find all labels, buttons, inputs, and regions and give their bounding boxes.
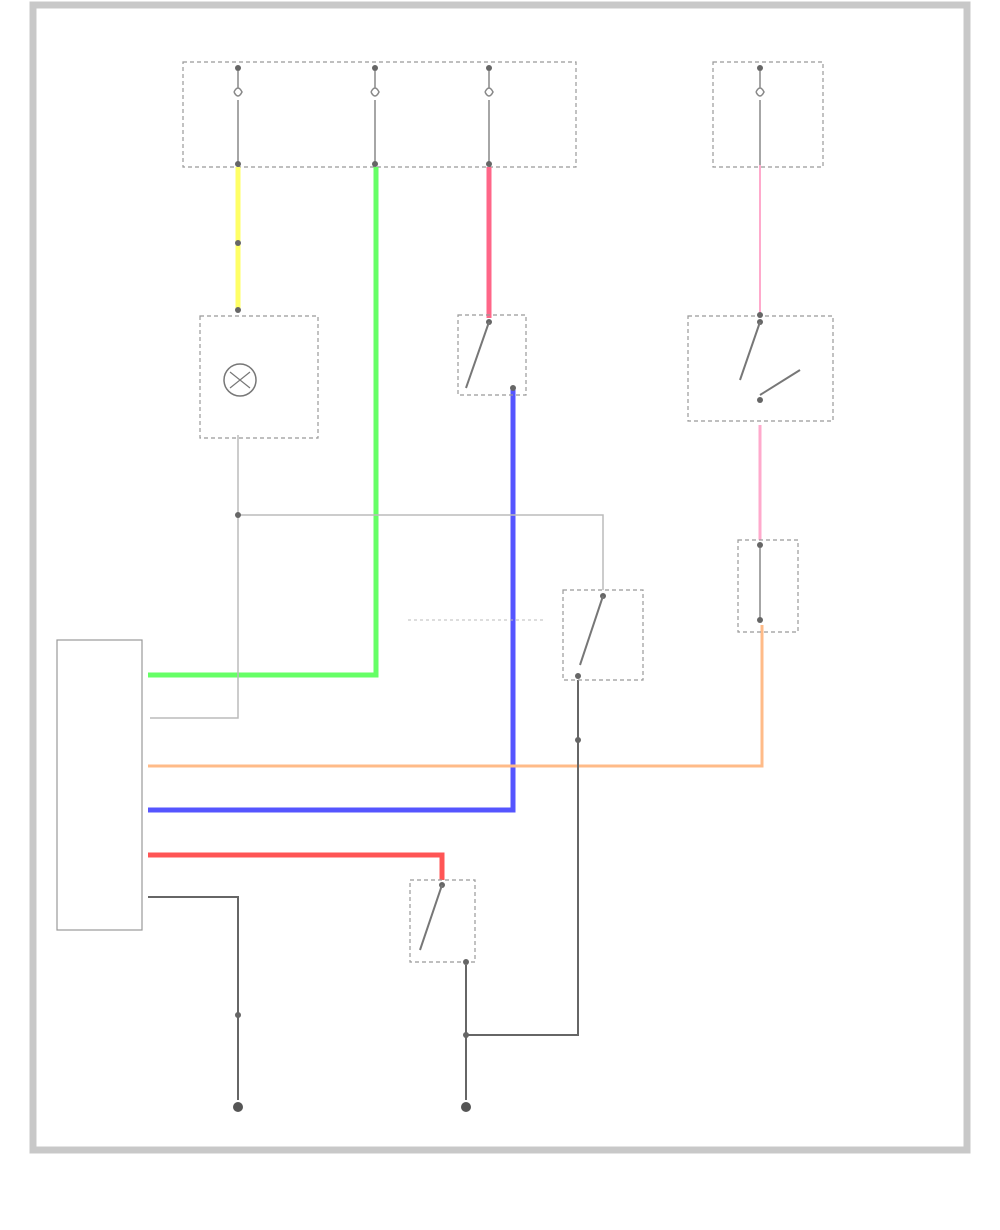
gray-wire-branch — [238, 514, 604, 590]
hall-switch-contact — [510, 385, 516, 391]
blue-wire — [148, 388, 516, 813]
red-wire — [148, 852, 445, 880]
combination-switch-blade-lo — [739, 321, 761, 381]
ground-right — [461, 1102, 471, 1112]
fuse-3-terminal-top — [486, 65, 492, 71]
green-wire — [148, 167, 379, 678]
door-switch-contact — [463, 959, 469, 965]
door-switch-blade — [419, 884, 443, 951]
door-switch — [409, 879, 476, 965]
fuse-block-box — [182, 61, 577, 168]
ground-left-symbol — [233, 1102, 243, 1112]
junction-dot — [235, 307, 241, 313]
fuse-1-terminal-bottom — [235, 161, 241, 167]
orange-wire — [148, 625, 764, 768]
combination-switch-box — [687, 315, 834, 422]
fuse-3 — [484, 65, 494, 167]
combination-switch-contact — [757, 397, 763, 403]
fuse-2-terminal-top — [372, 65, 378, 71]
fuse-3-element — [484, 71, 494, 162]
dark-wire-ground-left — [148, 896, 239, 1100]
junction-dot — [757, 312, 763, 318]
gray-wire-lamp — [150, 435, 239, 719]
lamp-bulb — [223, 363, 257, 397]
seat-belt-switch-blade — [579, 595, 604, 666]
seat-belt-lamp-box — [199, 315, 319, 439]
fuse-1-element — [233, 71, 243, 162]
junction-dot — [235, 240, 241, 246]
fuse-2-element — [370, 71, 380, 162]
control-module — [56, 639, 143, 931]
fuse-right-terminal-top — [757, 65, 763, 71]
relay-module-terminal-top — [757, 542, 763, 548]
relay-module-box — [737, 539, 799, 633]
combination-switch-blade-hi — [759, 369, 801, 396]
fuse-right-box — [712, 61, 824, 168]
door-switch-box — [409, 879, 476, 963]
fuse-1-terminal-top — [235, 65, 241, 71]
fuse-block — [182, 61, 577, 168]
ground-right-symbol — [461, 1102, 471, 1112]
fuse-3-terminal-bottom — [486, 161, 492, 167]
fuse-right-element — [755, 71, 765, 165]
diagram-frame — [29, 1, 971, 1154]
fuse-right — [712, 61, 824, 168]
wires — [148, 165, 764, 1100]
fuse-2 — [370, 65, 380, 167]
junction-dot — [235, 512, 241, 518]
junctions — [235, 240, 763, 1038]
seat-belt-switch-box — [562, 589, 644, 681]
combination-switch — [687, 315, 834, 422]
relay-module-terminal-bottom — [757, 617, 763, 623]
junction-dot — [575, 737, 581, 743]
junction-dot — [235, 1012, 241, 1018]
junction-dot — [463, 1032, 469, 1038]
fuse-2-terminal-bottom — [372, 161, 378, 167]
seat-belt-switch-contact — [575, 673, 581, 679]
hall-switch-blade — [465, 321, 490, 389]
hall-switch-box — [457, 314, 527, 396]
seat-belt-lamp — [199, 315, 319, 439]
lamp-filament — [229, 371, 251, 389]
relay-module — [737, 539, 799, 633]
dark-wire-seat-belt — [466, 680, 579, 1036]
hall-switch — [457, 314, 527, 396]
ground-left — [233, 1102, 243, 1112]
seat-belt-switch — [408, 589, 644, 681]
control-module-box — [56, 639, 143, 931]
fuse-1 — [233, 65, 243, 167]
